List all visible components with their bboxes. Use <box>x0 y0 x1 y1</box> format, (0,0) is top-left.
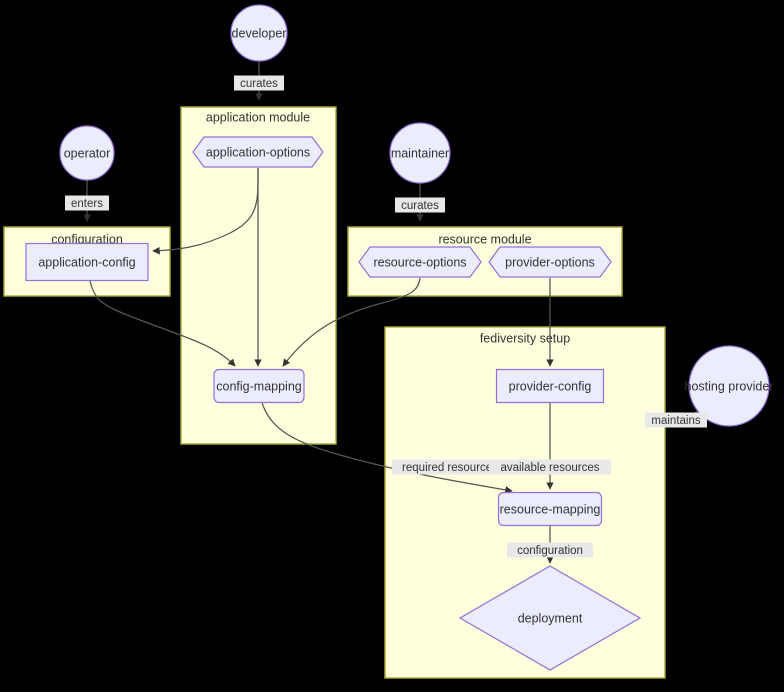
node-label: application-options <box>206 145 310 159</box>
cluster-label: configuration <box>51 232 123 246</box>
edge-label-text: curates <box>401 200 439 212</box>
node-developer[interactable]: developer <box>230 4 288 62</box>
edge-label-bg <box>392 459 508 475</box>
cluster-label: resource module <box>438 232 531 246</box>
edge-label-bg <box>234 75 284 91</box>
node-label: provider-config <box>509 379 592 393</box>
node-shape <box>495 368 605 404</box>
node-provider-options[interactable]: provider-options <box>488 246 612 278</box>
node-shape <box>688 345 770 427</box>
node-label: hosting provider <box>685 379 774 393</box>
node-shape <box>25 242 149 282</box>
node-config-mapping[interactable]: config-mapping <box>213 368 305 404</box>
edge-label-provider-config-to-resource-mapping: available resources <box>489 459 611 475</box>
node-shape <box>358 246 482 278</box>
edge-label-text: curates <box>240 78 278 90</box>
node-maintainer[interactable]: maintainer <box>389 122 451 184</box>
node-shape <box>488 246 612 278</box>
node-label: deployment <box>518 611 583 625</box>
node-label: resource-options <box>373 255 466 269</box>
node-label: maintainer <box>391 146 449 160</box>
node-application-config[interactable]: application-config <box>25 242 149 282</box>
node-label: operator <box>64 146 111 160</box>
node-shape <box>230 4 288 62</box>
edge-config-mapping-to-resource-mapping <box>261 402 513 494</box>
edge-label-bg <box>395 197 445 213</box>
cluster-label: application module <box>206 110 310 124</box>
edge-label-resource-mapping-to-deployment: configuration <box>507 542 593 558</box>
node-shape <box>497 491 603 527</box>
edge-label-developer-to-application-module: curates <box>234 75 284 91</box>
node-resource-options[interactable]: resource-options <box>358 246 482 278</box>
node-label: config-mapping <box>216 379 302 393</box>
edge-label-bg <box>65 195 109 211</box>
edge-label-text: configuration <box>517 545 583 557</box>
cluster-label: fediversity setup <box>480 331 570 345</box>
edge-application-config-to-config-mapping <box>89 280 236 367</box>
node-deployment[interactable]: deployment <box>458 565 642 671</box>
edge-label-maintainer-to-resource-module: curates <box>395 197 445 213</box>
node-shape <box>192 136 324 168</box>
node-label: provider-options <box>505 255 595 269</box>
edge-label-bg <box>507 542 593 558</box>
node-resource-mapping[interactable]: resource-mapping <box>497 491 603 527</box>
edge-label-bg <box>489 459 611 475</box>
node-label: resource-mapping <box>500 502 601 516</box>
node-operator[interactable]: operator <box>59 125 115 181</box>
edge-label-config-mapping-to-resource-mapping: required resources <box>392 459 508 475</box>
node-label: application-config <box>38 255 135 269</box>
node-group: developer operator maintainer hosting provi… <box>25 4 774 671</box>
node-provider-config[interactable]: provider-config <box>495 368 605 404</box>
edge-label-text: maintains <box>651 415 700 427</box>
edge-label-bg <box>645 412 707 428</box>
node-application-options[interactable]: application-options <box>192 136 324 168</box>
node-hosting-provider[interactable]: hosting provider <box>685 345 774 427</box>
node-shape <box>458 565 642 671</box>
node-shape <box>389 122 451 184</box>
edge-label-operator-to-configuration: enters <box>65 195 109 211</box>
edge-label-text: required resources <box>402 462 498 474</box>
edge-label-text: enters <box>71 198 103 210</box>
node-shape <box>59 125 115 181</box>
edge-label-text: available resources <box>500 462 599 474</box>
edge-resource-options-to-config-mapping <box>282 277 421 367</box>
edge-label-hosting-provider-to-fediversity-setup: maintains <box>645 412 707 428</box>
node-shape <box>213 368 305 404</box>
node-label: developer <box>232 26 287 40</box>
